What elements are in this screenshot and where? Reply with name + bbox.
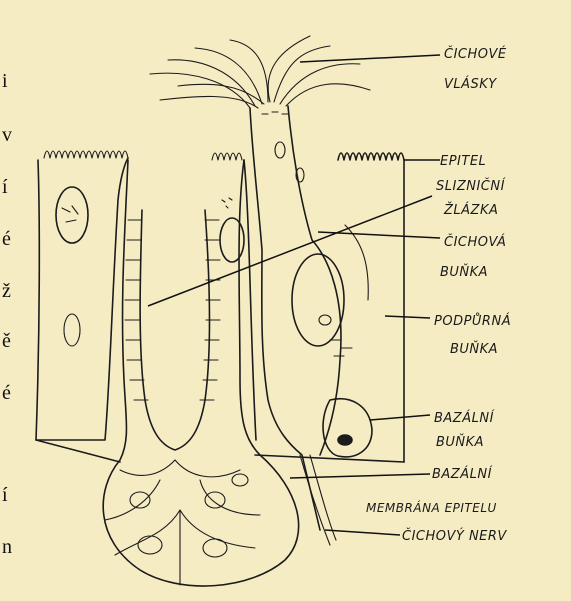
- left-epithelial-cell: [36, 151, 128, 440]
- label-cichova-bunka-2: BUŇKA: [440, 264, 488, 280]
- label-podpurna-bunka: PODPŮRNÁ: [434, 313, 511, 329]
- mucous-gland: [103, 160, 298, 586]
- label-cichove-vlasky: ČICHOVÉ: [444, 46, 507, 62]
- label-cichovy-nerv: ČICHOVÝ NERV: [402, 528, 507, 544]
- olfactory-cell: [250, 106, 344, 530]
- label-bazalni-bunka: BAZÁLNÍ: [434, 410, 495, 426]
- label-podpurna-bunka-2: BUŇKA: [450, 341, 498, 357]
- label-cichove-vlasky-2: VLÁSKY: [444, 76, 497, 92]
- label-sliznicni-zlazka-2: ŽLÁZKA: [443, 202, 498, 218]
- leader-lines: [148, 55, 440, 535]
- label-sliznicni-zlazka: SLIZNIČNÍ: [436, 178, 506, 194]
- label-epitel: EPITEL: [440, 154, 486, 169]
- diagram-labels: ČICHOVÉ VLÁSKY EPITEL SLIZNIČNÍ ŽLÁZKA Č…: [366, 46, 511, 544]
- label-cichova-bunka: ČICHOVÁ: [444, 234, 506, 250]
- olfactory-cilia: [150, 36, 370, 108]
- basal-cell: [323, 399, 372, 457]
- label-bazalni-bunka-2: BUŇKA: [436, 434, 484, 450]
- right-supporting-cell: [330, 153, 404, 462]
- middle-supporting-cell: [212, 153, 256, 440]
- label-bazalni-membrana: BAZÁLNÍ: [432, 466, 493, 482]
- label-bazalni-membrana-2: MEMBRÁNA EPITELU: [366, 500, 497, 515]
